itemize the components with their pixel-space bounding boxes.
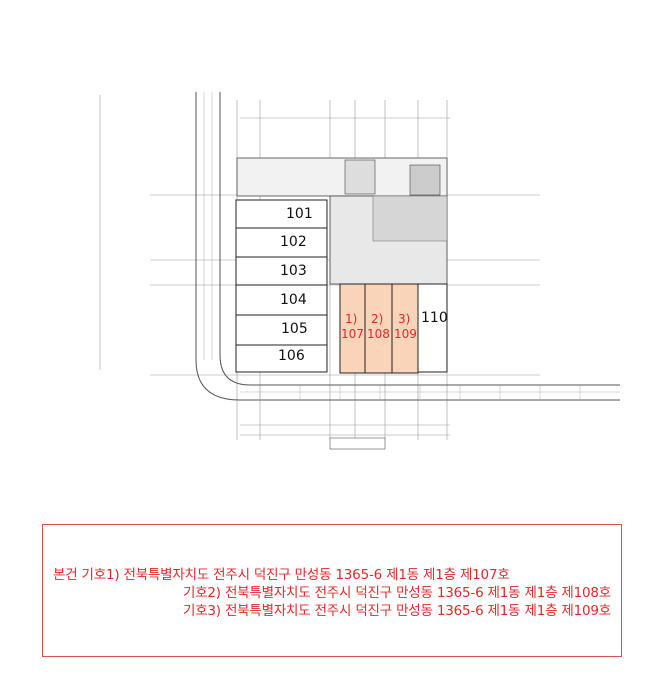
road-hatch	[203, 92, 620, 400]
lobby	[372, 195, 448, 242]
elevator	[409, 164, 441, 196]
unit-102: 102	[280, 234, 307, 250]
unit-105: 105	[281, 321, 308, 337]
left-units	[235, 199, 328, 373]
legend-line-3: 기호3) 전북특별자치도 전주시 덕진구 만성동 1365-6 제1동 제1층 …	[182, 603, 611, 619]
unit-109: 109	[394, 327, 417, 341]
mark-2: 2)	[371, 312, 383, 326]
unit-110: 110	[421, 310, 448, 326]
unit-110-cell	[417, 283, 448, 373]
legend-line-2: 기호2) 전북특별자치도 전주시 덕진구 만성동 1365-6 제1동 제1층 …	[182, 585, 611, 601]
highlighted-units	[339, 283, 419, 374]
unit-104: 104	[280, 292, 307, 308]
road-label-box	[329, 437, 386, 450]
unit-107: 107	[341, 327, 364, 341]
unit-109-cell	[391, 283, 419, 374]
unit-103: 103	[280, 263, 307, 279]
mark-3: 3)	[398, 312, 410, 326]
unit-108: 108	[367, 327, 390, 341]
unit-101: 101	[286, 206, 313, 222]
unit-106: 106	[278, 348, 305, 364]
road-inner-edge	[219, 92, 620, 386]
stair-top	[344, 159, 376, 195]
mark-1: 1)	[345, 312, 357, 326]
legend-line-1: 본건 기호1) 전북특별자치도 전주시 덕진구 만성동 1365-6 제1동 제…	[53, 567, 510, 583]
floor-plan: 101 102 103 104 105 106 1) 107 2) 108 3)…	[99, 92, 620, 450]
road-outer-edge	[195, 92, 620, 401]
legend-box: 본건 기호1) 전북특별자치도 전주시 덕진구 만성동 1365-6 제1동 제…	[42, 524, 622, 657]
unit-107-cell	[339, 283, 366, 374]
unit-108-cell	[364, 283, 393, 374]
